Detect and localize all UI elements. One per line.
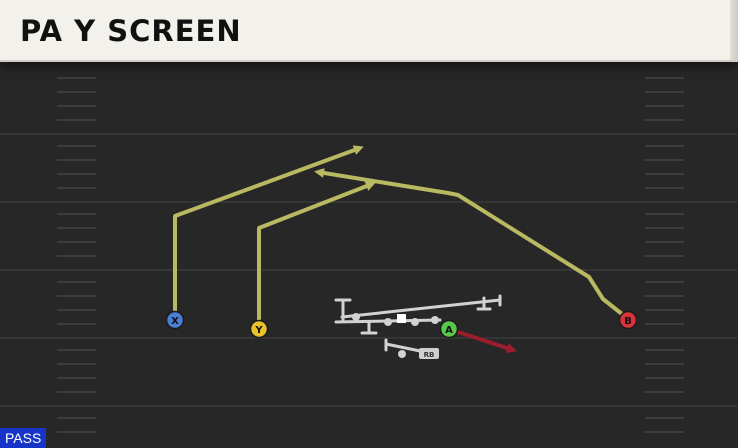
play-header: PA Y SCREEN: [0, 0, 738, 60]
player-b[interactable]: B: [618, 310, 638, 330]
player-y[interactable]: Y: [249, 319, 269, 339]
play-title: PA Y SCREEN: [20, 14, 242, 48]
player-b-label: B: [624, 316, 632, 327]
b-route: [314, 168, 629, 320]
player-a[interactable]: A: [439, 319, 459, 339]
yard-lines: [0, 133, 738, 407]
linemen: [352, 313, 439, 358]
right-hash-marks: [645, 77, 684, 433]
y-route: [257, 181, 376, 327]
play-field: RB X Y A B: [0, 77, 738, 433]
x-route: [173, 145, 364, 318]
left-hash-marks: [57, 77, 96, 433]
quarterback-marker: [397, 314, 406, 323]
routes: [173, 145, 629, 327]
player-x[interactable]: X: [165, 310, 185, 330]
rb-label: RB: [424, 351, 435, 359]
a-motion-route: [448, 327, 517, 353]
rb-tag: RB: [419, 348, 439, 359]
offensive-line-blocks: [334, 294, 502, 354]
player-y-label: Y: [254, 325, 263, 336]
player-x-label: X: [171, 316, 179, 327]
play-type-badge: PASS: [0, 428, 47, 448]
player-a-label: A: [445, 325, 453, 336]
